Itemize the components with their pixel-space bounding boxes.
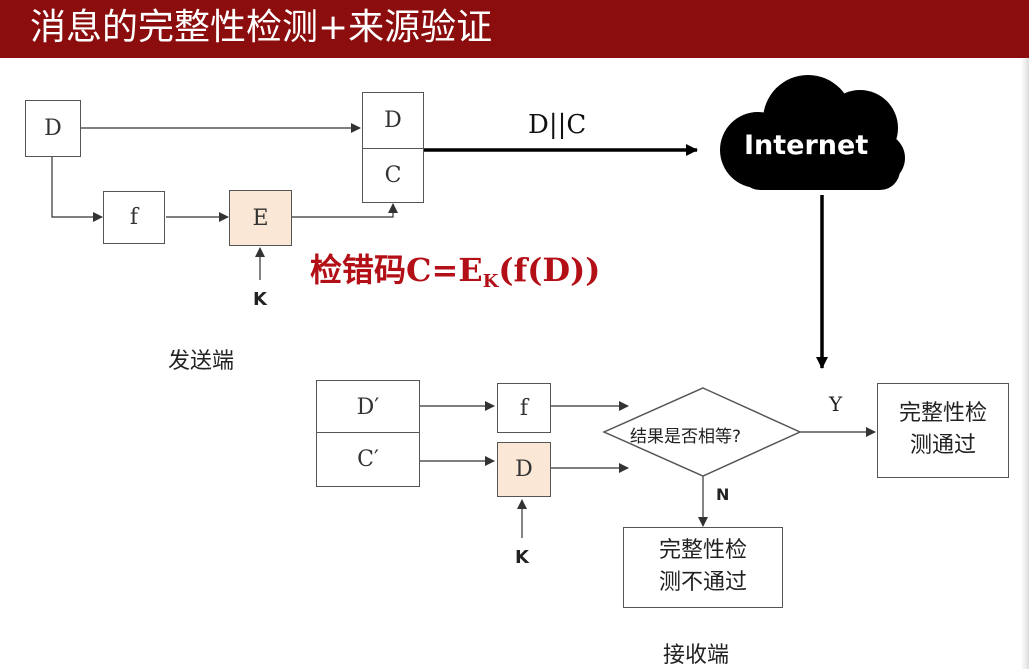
receiver-f-label: f (519, 395, 529, 421)
receiver-cprime-label: C′ (357, 447, 379, 472)
sender-e-box: E (229, 190, 292, 246)
pass-text: 完整性检 测通过 (898, 401, 987, 458)
packet-c-label: C (384, 163, 402, 188)
sender-d-box: D (25, 100, 81, 157)
fail-box: 完整性检 测不通过 (623, 527, 783, 608)
packet-c-box: C (362, 148, 424, 203)
sender-f-label: f (129, 205, 139, 230)
sender-e-label: E (252, 205, 269, 231)
receiver-dprime-label: D′ (356, 394, 380, 420)
sender-k-label: K (253, 289, 267, 310)
arrow-d-to-f (51, 157, 103, 222)
fail-text: 完整性检 测不通过 (658, 538, 747, 595)
formula-subscript: K (482, 271, 499, 292)
no-label: N (716, 485, 730, 504)
receiver-cprime-box: C′ (316, 432, 420, 487)
formula-prefix: 检错码C=E (310, 251, 483, 289)
yes-label: Y (829, 392, 843, 416)
sender-f-box: f (103, 191, 165, 244)
receiver-k-label: K (515, 547, 529, 568)
receiver-caption: 接收端 (663, 643, 730, 668)
title-bar: 消息的完整性检测+来源验证 (0, 0, 1029, 58)
slide-edge-shadow (1021, 58, 1029, 669)
sender-caption: 发送端 (168, 349, 235, 374)
decision-diamond (602, 387, 802, 477)
checksum-formula: 检错码C=EK(f(D)) (310, 245, 600, 292)
internet-label: Internet (744, 130, 869, 161)
decision-text: 结果是否相等? (630, 427, 742, 447)
receiver-d-label: D (515, 457, 533, 482)
packet-d-label: D (384, 108, 402, 133)
internet-cloud (720, 75, 905, 190)
channel-label: D||C (528, 110, 587, 140)
receiver-f-box: f (497, 383, 551, 433)
formula-suffix: (f(D)) (498, 251, 601, 289)
arrow-e-to-c (292, 203, 398, 218)
receiver-d-box: D (497, 442, 551, 497)
pass-box: 完整性检 测通过 (877, 383, 1009, 478)
sender-d-label: D (44, 116, 62, 141)
packet-d-box: D (362, 92, 424, 149)
receiver-dprime-box: D′ (316, 380, 420, 434)
slide-title: 消息的完整性检测+来源验证 (30, 7, 493, 48)
